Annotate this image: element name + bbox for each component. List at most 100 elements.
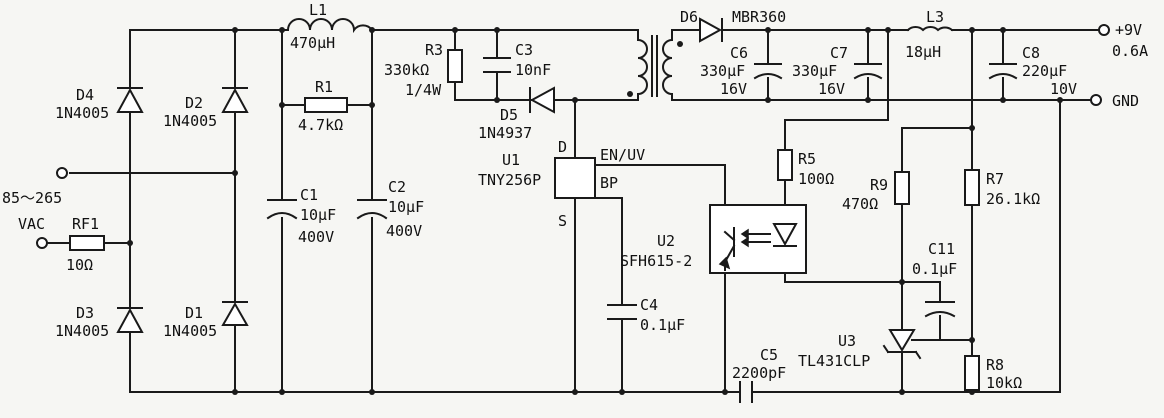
wires [47,29,1099,393]
label-d4-part: 1N4005 [55,104,109,122]
label-l1-value: 470μH [290,34,335,52]
label-r3-power: 1/4W [405,81,442,99]
label-gnd: GND [1112,92,1139,110]
label-r1-value: 4.7kΩ [298,116,343,134]
label-rf1-value: 10Ω [66,256,93,274]
resistor-r1 [304,97,348,113]
label-d2: D2 [185,94,203,112]
label-u1: U1 [502,151,520,169]
label-c5-value: 2200pF [732,364,786,382]
label-c2-value: 10μF [388,198,424,216]
label-r1: R1 [315,78,333,96]
label-c7-voltage: 16V [818,80,845,98]
diode-d4 [116,87,144,113]
label-r8-value: 10kΩ [986,374,1022,392]
resistor-rf1 [69,235,105,251]
capacitor-c11 [924,301,956,318]
label-u1-part: TNY256P [478,171,541,189]
label-c2: C2 [388,178,406,196]
label-r3: R3 [425,41,443,59]
label-l1: L1 [309,1,327,19]
label-pin-bp: BP [600,174,618,192]
label-c8: C8 [1022,44,1040,62]
resistor-r8 [964,355,980,391]
label-d5-part: 1N4937 [478,124,532,142]
label-d4: D4 [76,86,94,104]
label-c4-value: 0.1μF [640,316,685,334]
label-c6-voltage: 16V [720,80,747,98]
label-u2: U2 [657,232,675,250]
label-c1-voltage: 400V [298,228,334,246]
label-c3-value: 10nF [515,61,551,79]
label-c7-value: 330μF [792,62,837,80]
label-c4: C4 [640,296,658,314]
resistor-r7 [964,169,980,206]
transformer [627,29,683,101]
label-c8-value: 220μF [1022,62,1067,80]
label-r9-value: 470Ω [842,195,878,213]
label-c6-value: 330μF [700,62,745,80]
junction-dots [127,27,1063,395]
label-c2-voltage: 400V [386,222,422,240]
label-r9: R9 [870,176,888,194]
diode-d2 [221,87,249,113]
capacitor-c7 [853,63,883,80]
label-c5: C5 [760,346,778,364]
label-rf1: RF1 [72,215,99,233]
label-r5-value: 100Ω [798,170,834,188]
label-output-current: 0.6A [1112,42,1148,60]
inductor-l3 [906,26,954,32]
capacitor-c4 [607,304,637,320]
capacitor-c8 [988,63,1018,80]
label-r7-value: 26.1kΩ [986,190,1040,208]
inductor-l1 [281,18,374,34]
label-l3: L3 [926,8,944,26]
label-r5: R5 [798,150,816,168]
label-r8: R8 [986,356,1004,374]
label-c7: C7 [830,44,848,62]
label-c3: C3 [515,41,533,59]
label-d5: D5 [500,106,518,124]
label-r7: R7 [986,170,1004,188]
label-r3-value: 330kΩ [384,61,429,79]
label-c1: C1 [300,186,318,204]
ac-terminal-bottom [36,237,48,249]
label-d1-part: 1N4005 [163,322,217,340]
label-input-range: 85～265 [2,189,62,207]
label-d1: D1 [185,304,203,322]
ic-u1 [554,157,596,199]
diode-d6 [699,17,723,43]
label-d3: D3 [76,304,94,322]
label-c11: C11 [928,240,955,258]
label-vac: VAC [18,215,45,233]
resistor-r9 [894,171,910,205]
label-c1-value: 10μF [300,206,336,224]
optocoupler-u2 [709,204,807,274]
label-c6: C6 [730,44,748,62]
label-pin-d: D [558,138,567,156]
capacitor-c2 [356,199,388,220]
capacitor-c6 [753,63,783,80]
label-u3-part: TL431CLP [798,352,870,370]
diode-d1 [221,301,249,326]
shunt-regulator-u3 [882,329,922,360]
label-pin-s: S [558,212,567,230]
label-pin-en-uv: EN/UV [600,146,645,164]
label-c11-value: 0.1μF [912,260,957,278]
label-u3: U3 [838,332,856,350]
label-d3-part: 1N4005 [55,322,109,340]
output-terminal-9v [1098,24,1110,36]
label-d6: D6 [680,8,698,26]
capacitor-c5 [739,381,767,403]
ac-terminal-top [56,167,68,179]
label-d6-part: MBR360 [732,8,786,26]
output-terminal-gnd [1090,94,1102,106]
label-l3-value: 18μH [905,43,941,61]
resistor-r5 [777,149,793,181]
resistor-r3 [447,49,463,83]
label-u2-part: SFH615-2 [620,252,692,270]
capacitor-c3 [483,57,511,73]
label-output-voltage: +9V [1115,21,1142,39]
